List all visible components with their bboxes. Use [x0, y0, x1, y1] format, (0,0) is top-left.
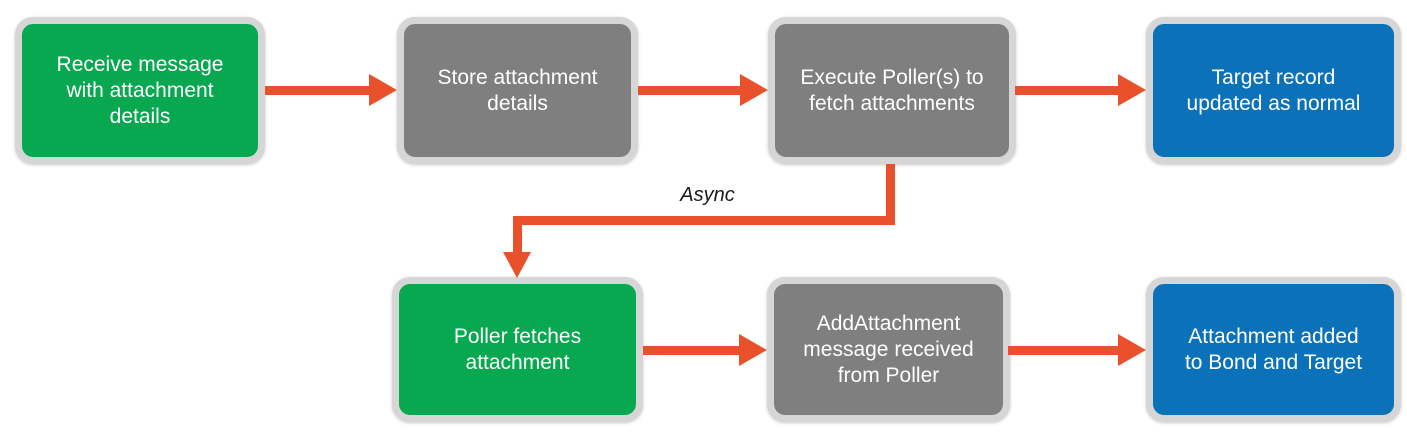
- arrow-shaft: [1015, 85, 1122, 95]
- arrow-head-icon: [369, 74, 397, 106]
- node-attachment-added: Attachment added to Bond and Target: [1146, 277, 1401, 422]
- arrow-head-icon: [1118, 74, 1146, 106]
- node-execute-pollers-label: Execute Poller(s) to fetch attachments: [800, 65, 984, 115]
- async-connector-stub: [886, 164, 895, 225]
- node-target-record-updated: Target record updated as normal: [1146, 17, 1401, 164]
- arrow-receive-to-store-icon: [265, 73, 397, 107]
- arrow-head-icon: [740, 74, 768, 106]
- node-execute-pollers: Execute Poller(s) to fetch attachments: [768, 17, 1016, 164]
- node-store-attachment-details-label: Store attachment details: [437, 65, 598, 115]
- async-connector-horizontal: [513, 216, 895, 225]
- node-addattachment-message-label: AddAttachment message received from Poll…: [803, 311, 974, 387]
- arrow-store-to-execute-icon: [638, 73, 768, 107]
- async-edge-label: Async: [680, 184, 735, 206]
- node-poller-fetches-attachment: Poller fetches attachment: [392, 277, 643, 422]
- node-receive-message: Receive message with attachment details: [15, 17, 265, 164]
- arrow-shaft: [638, 85, 744, 95]
- arrow-shaft: [265, 85, 373, 95]
- arrow-addattachment-to-added-icon: [1008, 333, 1146, 367]
- arrow-head-icon: [739, 334, 767, 366]
- arrow-head-icon: [1118, 334, 1146, 366]
- node-target-record-updated-label: Target record updated as normal: [1186, 65, 1361, 115]
- node-attachment-added-label: Attachment added to Bond and Target: [1184, 324, 1363, 374]
- arrow-shaft: [1008, 345, 1122, 355]
- async-connector-arrowhead-icon: [503, 252, 531, 278]
- arrow-shaft: [643, 345, 743, 355]
- node-addattachment-message: AddAttachment message received from Poll…: [767, 277, 1010, 422]
- async-connector-vertical: [513, 216, 522, 256]
- arrow-execute-to-target-icon: [1015, 73, 1146, 107]
- arrow-poller-to-addattachment-icon: [643, 333, 767, 367]
- node-store-attachment-details: Store attachment details: [397, 17, 638, 164]
- node-receive-message-label: Receive message with attachment details: [56, 52, 224, 128]
- node-poller-fetches-attachment-label: Poller fetches attachment: [453, 324, 582, 374]
